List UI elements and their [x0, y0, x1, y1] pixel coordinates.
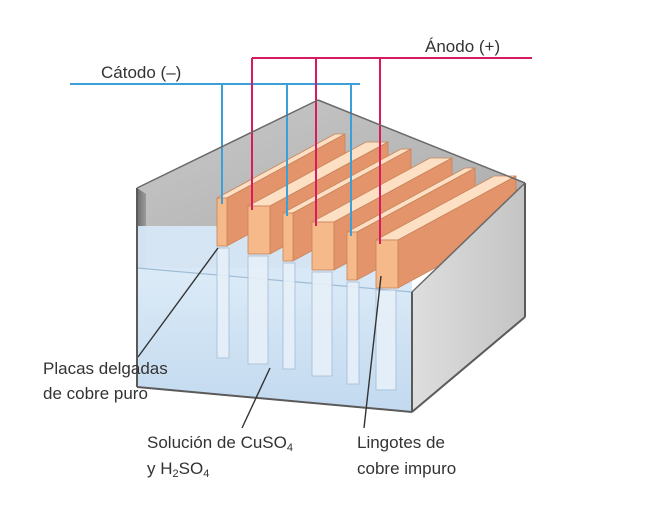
immersed-plate: [216, 247, 230, 359]
solution-front: [137, 268, 412, 412]
electrode-front: [216, 197, 228, 247]
electrode-front: [375, 239, 399, 289]
solution-surface-edge: [136, 267, 413, 293]
solution-label-line2: y H2SO4: [147, 459, 210, 480]
ingots-label-line2: cobre impuro: [357, 459, 457, 478]
anode-label: Ánodo (+): [425, 37, 501, 56]
electrode-front: [346, 231, 358, 281]
ingots-label-line1: Lingotes de: [357, 433, 445, 452]
tank-right-wall: [412, 183, 525, 412]
immersed-plates: [216, 247, 397, 391]
immersed-plate: [346, 281, 360, 385]
electrode-front: [282, 212, 294, 262]
immersed-plate: [311, 271, 333, 377]
wires: [70, 57, 532, 244]
tank-back-top-edge: [136, 99, 319, 189]
solution-label-line1: Solución de CuSO4: [147, 433, 293, 454]
ingots-pointer-line: [363, 275, 382, 429]
plates-label-line1: Placas delgadas: [43, 359, 168, 378]
immersed-plate: [282, 262, 296, 370]
immersed-plate: [375, 289, 397, 391]
electrode-front: [247, 205, 271, 255]
plates-pointer-line: [137, 247, 219, 358]
solution-pointer-line: [241, 367, 271, 429]
immersed-plate: [247, 255, 269, 365]
tank-back-right-top-edge: [317, 99, 526, 184]
electrode-front: [311, 221, 335, 271]
plates-label-line2: de cobre puro: [43, 384, 148, 403]
tank-bottom-right-edge: [411, 316, 526, 413]
tank-top-right-edge: [411, 182, 526, 293]
cathode-label: Cátodo (–): [101, 63, 182, 82]
